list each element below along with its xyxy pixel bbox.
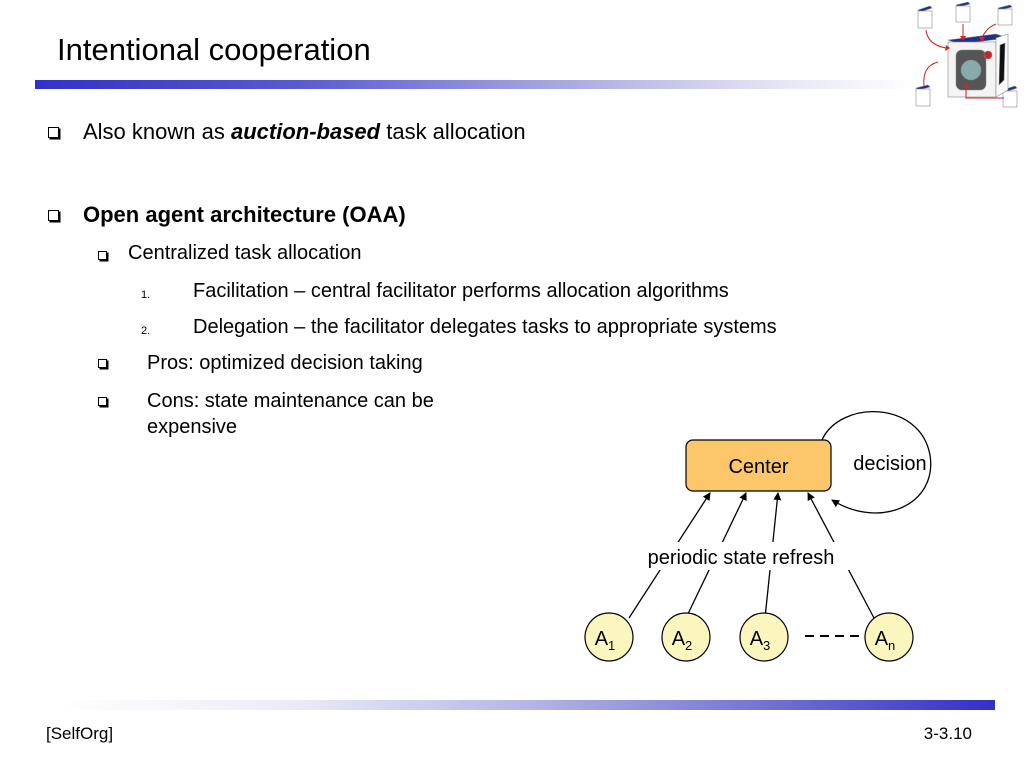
footer-slide-number: 3-3.10 — [923, 724, 972, 743]
title-underline-bar — [35, 80, 915, 89]
cube-icon — [915, 84, 931, 107]
center-node — [685, 439, 832, 492]
bullet-centralized: Centralized task allocation — [128, 242, 362, 264]
robot-cubes-logo-icon — [915, 1, 1018, 108]
bullet-square-icon — [48, 127, 59, 138]
decision-loop-arrow — [821, 411, 932, 514]
slide-title: Intentional cooperation — [57, 32, 371, 67]
cube-icon — [955, 1, 971, 23]
agent-node: A2 — [661, 612, 711, 662]
decision-label: decision — [853, 453, 926, 475]
list-item-delegation: Delegation – the facilitator delegates t… — [193, 316, 777, 338]
footer-bar — [55, 700, 995, 710]
bullet-text: expensive — [147, 416, 238, 438]
bullet-text: task allocation — [380, 119, 526, 144]
cube-icon — [917, 5, 933, 29]
periodic-state-refresh-label: periodic state refresh — [648, 547, 835, 569]
svg-text:An: An — [875, 628, 896, 653]
bullet-square-icon — [98, 397, 107, 406]
bullet-cons: Cons: state maintenance can be expensive — [147, 388, 434, 440]
center-label: Center — [728, 456, 788, 478]
list-number: 2. — [141, 325, 151, 337]
list-number: 1. — [141, 289, 151, 301]
cube-icon — [997, 4, 1013, 26]
footer-course-label: [SelfOrg] — [46, 724, 114, 743]
bullet-pros: Pros: optimized decision taking — [147, 352, 423, 374]
bullet-oaa: Open agent architecture (OAA) — [83, 202, 406, 227]
bullet-auction-based: Also known as auction-based task allocat… — [83, 118, 526, 146]
svg-text:A3: A3 — [750, 628, 771, 653]
list-item-facilitation: Facilitation – central facilitator perfo… — [193, 280, 729, 302]
emphasis-text: auction-based — [230, 119, 381, 144]
bullet-text: Also known as — [83, 119, 231, 144]
bullet-square-icon — [98, 251, 107, 260]
agent-node: A1 — [584, 612, 634, 662]
agent-node: A3 — [739, 612, 789, 662]
bullet-square-icon — [98, 359, 107, 368]
bullet-square-icon — [48, 210, 59, 221]
bullet-text: Cons: state maintenance can be — [147, 390, 434, 412]
main-cube-icon — [947, 33, 1009, 98]
svg-text:A2: A2 — [672, 628, 693, 653]
svg-text:A1: A1 — [595, 628, 616, 653]
agent-node: An — [864, 612, 914, 662]
